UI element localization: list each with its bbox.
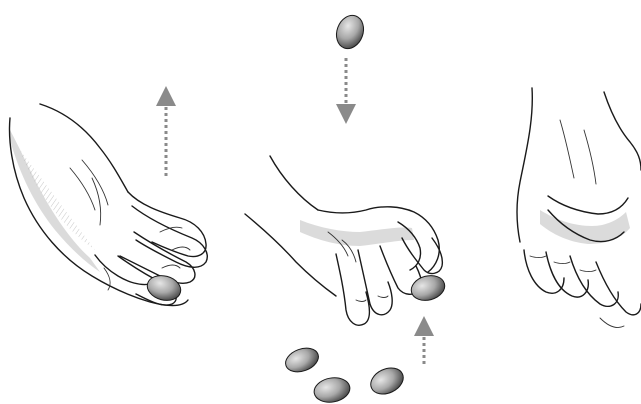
pinching-hand — [245, 156, 442, 325]
upward-arrow-right — [414, 316, 434, 364]
ground-stone-2 — [312, 375, 352, 404]
upward-arrow-left — [156, 86, 176, 176]
ground-stone-1 — [282, 344, 321, 376]
closed-fist-hand — [514, 86, 641, 328]
downward-arrow-middle — [336, 58, 356, 124]
ground-stone-3 — [367, 363, 408, 399]
tossed-stone — [332, 12, 368, 53]
open-palm-hand — [10, 104, 208, 306]
